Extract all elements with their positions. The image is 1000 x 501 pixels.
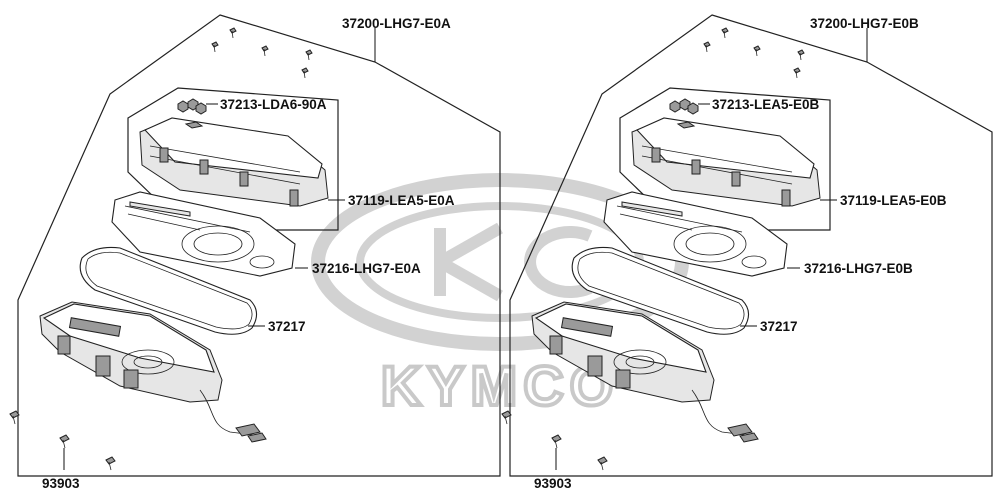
assembly-code-label: 37200-LHG7-E0B: [810, 16, 919, 31]
part-code-gasket: 37217: [268, 319, 306, 334]
part-code-nut: 37213-LDA6-90A: [220, 97, 327, 112]
part-code-upper-cover: 37119-LEA5-E0B: [840, 193, 947, 208]
panel-left: 37200-LHG7-E0A 37213-LDA6-90A 37119-LEA5…: [9, 14, 501, 491]
part-code-lens: 37216-LHG7-E0B: [804, 261, 913, 276]
assembly-code-label: 37200-LHG7-E0A: [342, 16, 451, 31]
panel-right: 37200-LHG7-E0B 37213-LEA5-E0B 37119-LEA5…: [501, 14, 993, 491]
part-code-screw: 93903: [534, 476, 572, 491]
part-code-nut: 37213-LEA5-E0B: [712, 97, 820, 112]
part-code-gasket: 37217: [760, 319, 798, 334]
part-code-upper-cover: 37119-LEA5-E0A: [348, 193, 455, 208]
part-code-lens: 37216-LHG7-E0A: [312, 261, 421, 276]
part-code-screw: 93903: [42, 476, 80, 491]
